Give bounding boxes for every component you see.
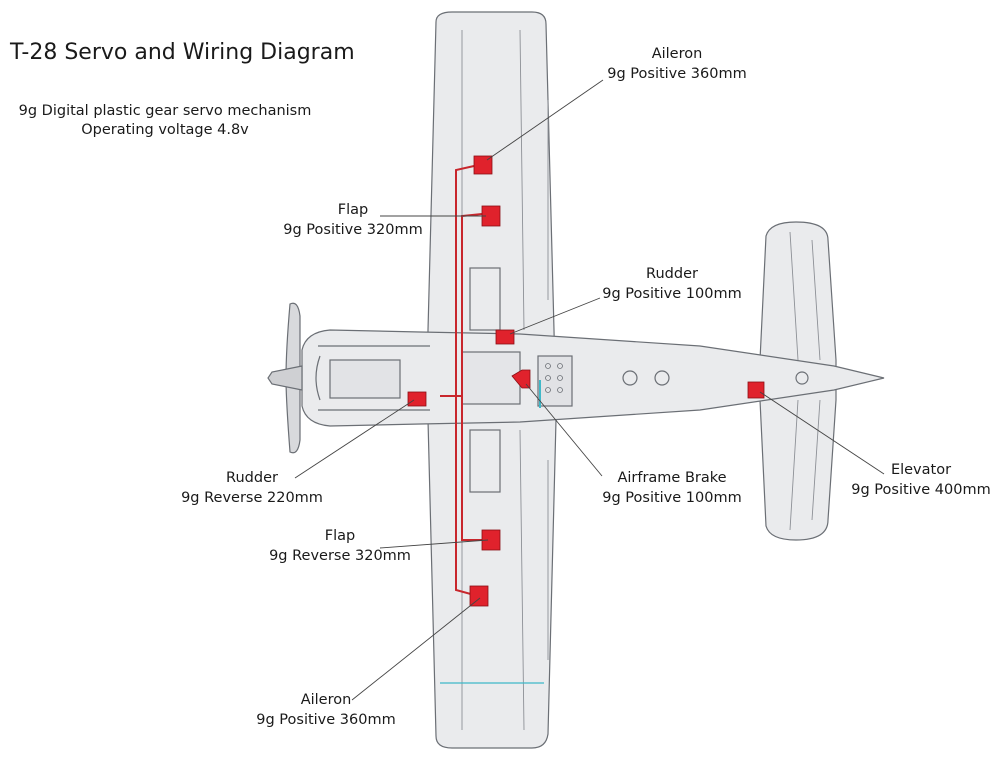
servo-elevator [747, 381, 765, 399]
spinner [267, 365, 303, 391]
cowling-detail [315, 345, 430, 411]
fuselage [301, 329, 885, 427]
label-spec: 9g Positive 360mm [256, 712, 396, 728]
servo-aileron-top [473, 155, 493, 175]
leader-rudder-left [294, 399, 415, 479]
label-name: Elevator [890, 462, 952, 478]
servo-aileron-bottom [469, 585, 489, 607]
label-name: Aileron [300, 692, 352, 708]
label-flap-top: Flap 9g Positive 320mm [278, 200, 428, 240]
leader-aileron-top [486, 79, 604, 161]
subtitle-line-2: Operating voltage 4.8v [81, 122, 249, 138]
label-airframe-brake: Airframe Brake 9g Positive 100mm [596, 468, 748, 508]
leader-rudder-right [509, 297, 601, 335]
airframe [267, 11, 885, 749]
leader-airframe-brake [525, 383, 603, 477]
label-spec: 9g Positive 320mm [283, 222, 423, 238]
label-flap-bottom: Flap 9g Reverse 320mm [264, 526, 416, 566]
label-spec: 9g Positive 100mm [602, 286, 742, 302]
wire-trunk [440, 350, 463, 410]
leader-flap-bottom [379, 539, 489, 549]
label-spec: 9g Positive 100mm [602, 490, 742, 506]
label-rudder-right: Rudder 9g Positive 100mm [596, 264, 748, 304]
label-elevator: Elevator 9g Positive 400mm [846, 460, 996, 500]
gear-bay-top [469, 267, 501, 331]
leader-aileron-bottom [351, 597, 481, 701]
equipment-panel-dots [545, 363, 563, 393]
label-name: Flap [337, 202, 369, 218]
label-name: Aileron [651, 46, 703, 62]
label-aileron-bottom: Aileron 9g Positive 360mm [248, 690, 404, 730]
servo-airframe-brake [511, 369, 531, 389]
label-name: Airframe Brake [617, 470, 727, 486]
tail-panel-lines [789, 231, 821, 531]
label-name: Rudder [226, 470, 278, 486]
label-spec: 9g Reverse 220mm [181, 490, 323, 506]
subtitle-line-1: 9g Digital plastic gear servo mechanism [18, 103, 312, 119]
equipment-panel [537, 355, 573, 407]
label-spec: 9g Positive 360mm [607, 66, 747, 82]
wing-panel-lines [461, 29, 549, 731]
servos [407, 155, 765, 607]
label-spec: 9g Positive 400mm [851, 482, 991, 498]
cockpit-detail [329, 359, 401, 399]
leader-lines [294, 79, 885, 701]
gear-bay-bottom [469, 429, 501, 493]
label-aileron-top: Aileron 9g Positive 360mm [602, 44, 752, 84]
diagram-title: T-28 Servo and Wiring Diagram [10, 40, 355, 65]
fuselage-hatch-1 [622, 370, 638, 386]
leader-elevator [759, 391, 885, 475]
label-name: Rudder [646, 266, 698, 282]
label-spec: 9g Reverse 320mm [269, 548, 411, 564]
center-section [461, 351, 521, 405]
label-name: Flap [324, 528, 356, 544]
label-rudder-left: Rudder 9g Reverse 220mm [176, 468, 328, 508]
servo-rudder-center [495, 329, 515, 345]
wire-flap-bottom [461, 410, 484, 541]
servo-rudder-left [407, 391, 427, 407]
wire-aileron-top [455, 165, 475, 350]
fuselage-hatch-3 [795, 371, 809, 385]
fuselage-hatch-2 [654, 370, 670, 386]
